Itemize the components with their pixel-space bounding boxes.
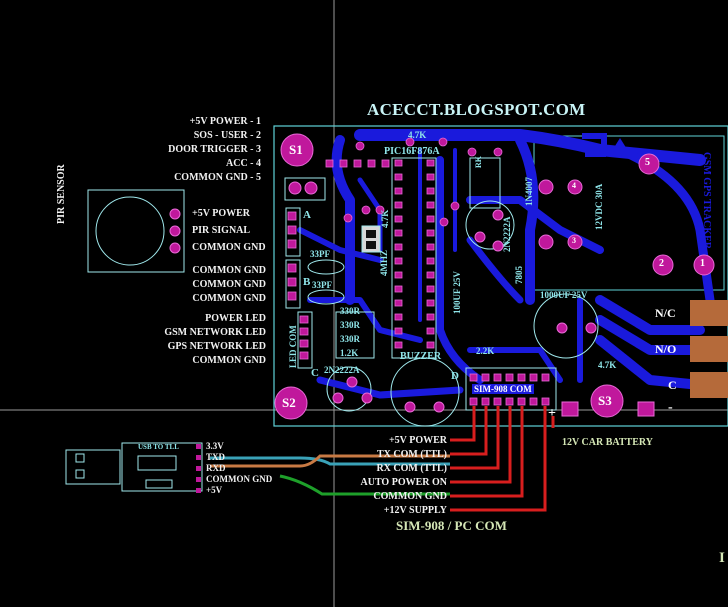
relay-nc-label: N/C bbox=[655, 306, 676, 320]
cap-33pf-a: 33PF bbox=[310, 249, 330, 259]
led-gnd-label: COMMON GND bbox=[192, 355, 266, 366]
section-d-label: D bbox=[451, 370, 459, 382]
diode-label: 1N4007 bbox=[524, 177, 534, 206]
relay-rating-label: 12VDC 30A bbox=[594, 183, 604, 230]
silkscreen bbox=[65, 157, 599, 492]
regulator-label: 7805 bbox=[514, 266, 524, 284]
pad-5-label: 5 bbox=[645, 157, 650, 168]
usb-pin-5v: +5V bbox=[206, 485, 223, 495]
resistor-1k2: 1.2K bbox=[340, 348, 359, 358]
rk-label: RK bbox=[474, 156, 483, 168]
pads bbox=[169, 133, 716, 420]
buzzer-label: BUZZER bbox=[400, 351, 442, 362]
gnd-label-3: COMMON GND bbox=[192, 293, 266, 304]
ic-pins bbox=[287, 159, 550, 406]
usb-ttl-title: USB TO TLL bbox=[138, 443, 179, 451]
resistor-mid-label: 4.7K bbox=[380, 209, 390, 228]
section-a-label: A bbox=[303, 209, 311, 221]
s2-label: S2 bbox=[282, 395, 296, 410]
pad-3-label: 3 bbox=[572, 236, 576, 245]
resistor-2k2-label: 2.2K bbox=[476, 346, 495, 356]
gnd-wire bbox=[279, 474, 450, 496]
usb-plug-2 bbox=[75, 469, 85, 479]
pad-4-label: 4 bbox=[572, 181, 576, 190]
sim-com-header-label: SIM-908 COM bbox=[472, 384, 534, 394]
sim-wires bbox=[450, 406, 547, 512]
rxd-wire bbox=[210, 454, 450, 468]
sim-label-rx: RX COM (TTL) bbox=[376, 463, 447, 474]
usb-pin-33v: 3.3V bbox=[206, 441, 224, 451]
usb-pin-rxd: RXD bbox=[206, 463, 226, 473]
crystal-label: 4MHZ bbox=[379, 250, 389, 276]
usb-pads bbox=[196, 444, 201, 493]
s3-label: S3 bbox=[598, 393, 612, 408]
sim-title: SIM-908 / PC COM bbox=[396, 518, 507, 533]
cap-100uf-label: 100UF 25V bbox=[452, 271, 462, 314]
gnd-label-1: COMMON GND bbox=[192, 265, 266, 276]
resistor-330-1: 330R bbox=[340, 306, 360, 316]
resistor-top-label: 4.7K bbox=[408, 130, 427, 140]
header-pin-5: COMMON GND - 5 bbox=[174, 172, 261, 183]
transistor-1-label: 2N2222A bbox=[324, 365, 360, 375]
battery-plus: + bbox=[548, 406, 556, 421]
jumper-slot-2 bbox=[366, 241, 376, 249]
section-c-label: C bbox=[311, 367, 319, 379]
led-gsm-label: GSM NETWORK LED bbox=[164, 327, 266, 338]
s1-label: S1 bbox=[289, 142, 303, 157]
pir-pin-signal: PIR SIGNAL bbox=[192, 225, 251, 236]
pir-sensor-label: PIR SENSOR bbox=[56, 164, 67, 224]
header-pins bbox=[325, 137, 503, 227]
sim-label-12v: +12V SUPPLY bbox=[383, 505, 447, 516]
relay-logo-mark bbox=[582, 133, 607, 157]
transistor-2-label: 2N2222A bbox=[502, 216, 512, 253]
pad-1-label: 1 bbox=[700, 258, 705, 269]
relay-terminals bbox=[690, 300, 728, 398]
relay-logo-arrow bbox=[610, 138, 630, 154]
sim-label-gnd: COMMON GND bbox=[373, 491, 447, 502]
usb-pin-txd: TXD bbox=[206, 452, 226, 462]
battery-label: 12V CAR BATTERY bbox=[562, 437, 653, 448]
board-title: ACECCT.BLOGSPOT.COM bbox=[367, 100, 586, 119]
sim-label-5v: +5V POWER bbox=[388, 435, 447, 446]
edge-text: I bbox=[719, 550, 725, 566]
usb-plug bbox=[75, 453, 85, 463]
pir-pin-gnd: COMMON GND bbox=[192, 242, 266, 253]
sim-label-auto-power: AUTO POWER ON bbox=[360, 477, 448, 488]
pad-2-label: 2 bbox=[659, 258, 664, 269]
pir-pin-power: +5V POWER bbox=[192, 208, 251, 219]
relay-logo-text: GSM GPS TRACKER bbox=[701, 152, 712, 250]
usb-pin-gnd: COMMON GND bbox=[206, 474, 273, 484]
header-pin-2: SOS - USER - 2 bbox=[193, 130, 261, 141]
relay-c-label: C bbox=[668, 378, 677, 392]
header-pin-3: DOOR TRIGGER - 3 bbox=[168, 144, 261, 155]
resistor-4k7-b-label: 4.7K bbox=[598, 360, 617, 370]
gnd-label-2: COMMON GND bbox=[192, 279, 266, 290]
cap-33pf-b: 33PF bbox=[312, 280, 332, 290]
sim-label-tx: TX COM (TTL) bbox=[377, 449, 447, 460]
led-power-label: POWER LED bbox=[205, 313, 266, 324]
header-pin-4: ACC - 4 bbox=[226, 158, 261, 169]
cap-1000uf-label: 1000UF 25V bbox=[540, 290, 588, 300]
header-pin-1: +5V POWER - 1 bbox=[189, 116, 261, 127]
chip-label: PIC16F876A bbox=[384, 146, 440, 157]
board-outline bbox=[273, 125, 728, 427]
battery-minus: - bbox=[668, 400, 673, 415]
jumper-slot-1 bbox=[366, 230, 376, 238]
led-com-label: LED COM bbox=[288, 325, 298, 368]
led-gps-label: GPS NETWORK LED bbox=[167, 341, 266, 352]
relay-no-label: N/O bbox=[655, 342, 677, 356]
resistor-330-2: 330R bbox=[340, 320, 360, 330]
section-b-label: B bbox=[303, 276, 311, 288]
resistor-330-3: 330R bbox=[340, 334, 360, 344]
